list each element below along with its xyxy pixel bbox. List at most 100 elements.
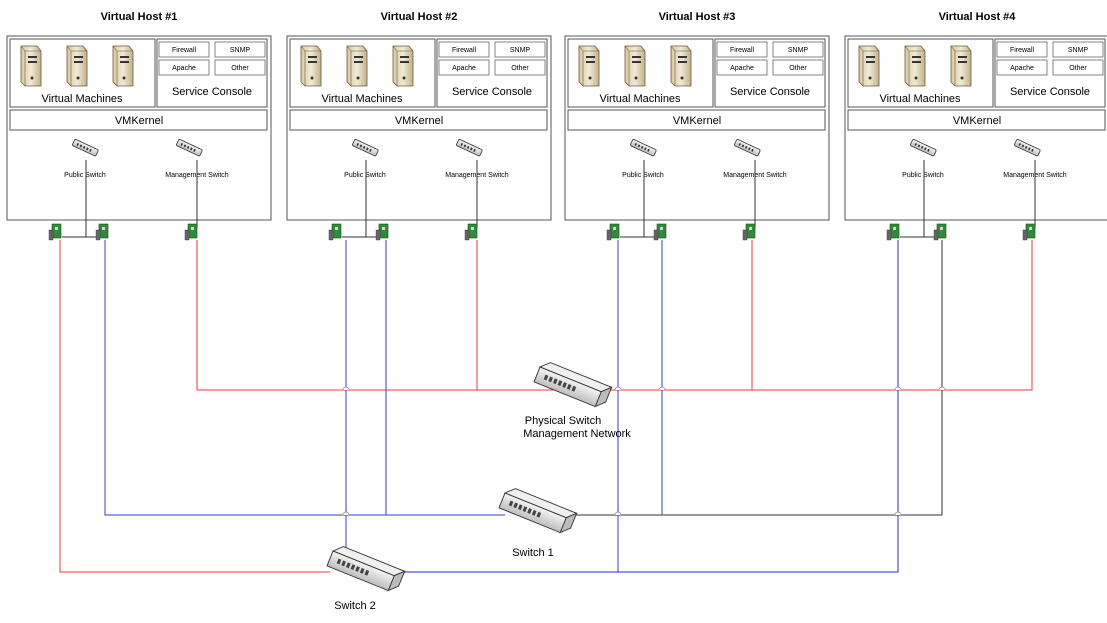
- nic-card-icon: [48, 223, 62, 241]
- public-switch-label: Public Switch: [902, 172, 944, 179]
- server-icon: [346, 45, 368, 87]
- server-icon: [300, 45, 322, 87]
- vmkernel-bar: [567, 109, 826, 131]
- firewall-cell-label: Firewall: [172, 47, 197, 54]
- apache-cell: [716, 59, 768, 76]
- service-console-label: Service Console: [172, 86, 252, 98]
- switch1-label: Switch 1: [512, 547, 554, 559]
- wire-crossing-hop: [894, 511, 902, 516]
- other-cell-label: Other: [1069, 65, 1087, 72]
- switch1-icon: [498, 488, 578, 534]
- wires: [59, 240, 1033, 573]
- vmkernel-bar: [9, 109, 268, 131]
- service-console-label: Service Console: [730, 86, 810, 98]
- snmp-cell: [772, 41, 824, 58]
- switch2-icon: [326, 546, 406, 592]
- other-cell: [1052, 59, 1104, 76]
- apache-cell: [438, 59, 490, 76]
- virtual-machines-label: Virtual Machines: [879, 93, 961, 105]
- vmkernel-label: VMKernel: [395, 115, 443, 127]
- other-cell-label: Other: [511, 65, 529, 72]
- host-title: Virtual Host #2: [381, 11, 458, 23]
- wire-crossing-hop: [894, 386, 902, 391]
- host-title: Virtual Host #4: [939, 11, 1017, 23]
- server-icon: [624, 45, 646, 87]
- apache-cell-label: Apache: [1010, 65, 1034, 72]
- switch-icon: [1014, 139, 1041, 157]
- other-cell-label: Other: [231, 65, 249, 72]
- switch-icon: [734, 139, 761, 157]
- vmkernel-label: VMKernel: [673, 115, 721, 127]
- other-cell: [494, 59, 546, 76]
- wire-crossing-hop: [614, 511, 622, 516]
- public-switch-label: Public Switch: [344, 172, 386, 179]
- server-icon: [950, 45, 972, 87]
- apache-cell: [996, 59, 1048, 76]
- wire-crossing-hop: [342, 386, 350, 391]
- public-switch-label: Public Switch: [622, 172, 664, 179]
- firewall-cell-label: Firewall: [1010, 47, 1035, 54]
- vmkernel-label: VMKernel: [115, 115, 163, 127]
- server-icon: [578, 45, 600, 87]
- firewall-cell: [158, 41, 210, 58]
- switch-icon: [630, 139, 657, 157]
- server-icon: [670, 45, 692, 87]
- firewall-cell-label: Firewall: [452, 47, 477, 54]
- other-cell-label: Other: [789, 65, 807, 72]
- public-switch-label: Public Switch: [64, 172, 106, 179]
- vmkernel-bar: [289, 109, 548, 131]
- other-cell: [214, 59, 266, 76]
- nic-card-icon: [375, 223, 389, 241]
- server-icon: [66, 45, 88, 87]
- snmp-cell: [214, 41, 266, 58]
- apache-cell-label: Apache: [172, 65, 196, 72]
- management-network-wire: [196, 240, 1033, 391]
- switch2-wire: [59, 240, 330, 573]
- service-console-label: Service Console: [1010, 86, 1090, 98]
- other-cell: [772, 59, 824, 76]
- firewall-cell: [716, 41, 768, 58]
- virtual-machines-label: Virtual Machines: [41, 93, 123, 105]
- switch-icon: [352, 139, 379, 157]
- nic-card-icon: [886, 223, 900, 241]
- nic-card-icon: [95, 223, 109, 241]
- snmp-cell-label: SNMP: [1068, 47, 1089, 54]
- host-title: Virtual Host #3: [659, 11, 736, 23]
- nic-card-icon: [653, 223, 667, 241]
- switch2-wire: [398, 240, 899, 573]
- server-icon: [112, 45, 134, 87]
- wire-crossing-hop: [938, 386, 946, 391]
- switch-icon: [456, 139, 483, 157]
- nic-card-icon: [606, 223, 620, 241]
- nic-card-icon: [933, 223, 947, 241]
- nic-card-icon: [464, 223, 478, 241]
- snmp-cell-label: SNMP: [788, 47, 809, 54]
- nic-card-icon: [328, 223, 342, 241]
- server-icon: [20, 45, 42, 87]
- service-console-label: Service Console: [452, 86, 532, 98]
- virtual-machines-label: Virtual Machines: [599, 93, 681, 105]
- wire-crossing-hop: [342, 511, 350, 516]
- nic-card-icon: [1022, 223, 1036, 241]
- host-title: Virtual Host #1: [101, 11, 178, 23]
- apache-cell-label: Apache: [730, 65, 754, 72]
- physical-switch-icon: [533, 362, 613, 408]
- virtual-machines-label: Virtual Machines: [321, 93, 403, 105]
- vmkernel-label: VMKernel: [953, 115, 1001, 127]
- snmp-cell: [494, 41, 546, 58]
- vmkernel-bar: [847, 109, 1106, 131]
- management-network-label: Management Network: [523, 428, 631, 440]
- switch-icon: [72, 139, 99, 157]
- snmp-cell-label: SNMP: [510, 47, 531, 54]
- switch1-wire: [104, 240, 505, 516]
- nic-card-icon: [742, 223, 756, 241]
- server-icon: [858, 45, 880, 87]
- apache-cell-label: Apache: [452, 65, 476, 72]
- switch-icon: [176, 139, 203, 157]
- snmp-cell-label: SNMP: [230, 47, 251, 54]
